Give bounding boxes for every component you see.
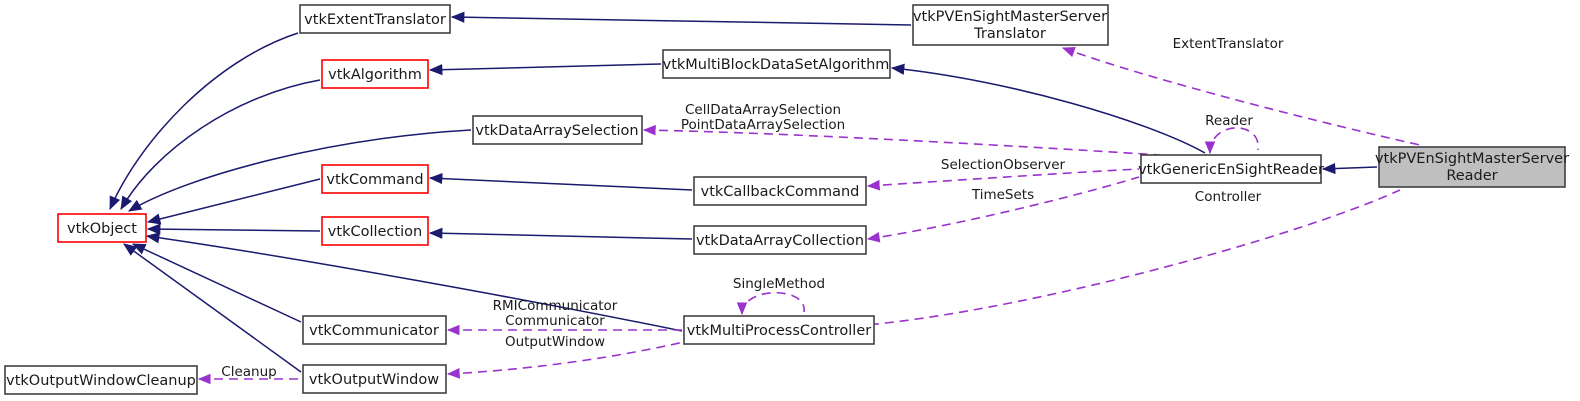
node-vtkMultiProcessController[interactable]: vtkMultiProcessController bbox=[683, 315, 875, 345]
node-vtkPVEnSightMasterServerTranslator[interactable]: vtkPVEnSightMasterServer Translator bbox=[912, 4, 1109, 46]
edge-vtkCommand-to-vtkCallbackCommand bbox=[428, 172, 693, 191]
edge-label-cleanup: Cleanup bbox=[221, 364, 276, 380]
node-box-vtkDataArraySelection[interactable] bbox=[472, 115, 643, 145]
edge-label-selection-observer: SelectionObserver bbox=[941, 157, 1066, 173]
node-box-vtkPVEnSightMasterServerTranslator[interactable] bbox=[912, 4, 1109, 46]
node-box-vtkDataArrayCollection[interactable] bbox=[693, 225, 867, 255]
node-box-vtkObject[interactable] bbox=[57, 213, 147, 243]
node-vtkGenericEnSightReader[interactable]: vtkGenericEnSightReader bbox=[1138, 154, 1324, 184]
edge-vtkObject-to-vtkCommand bbox=[146, 178, 321, 225]
node-vtkCommunicator[interactable]: vtkCommunicator bbox=[302, 315, 447, 345]
node-box-vtkCommunicator[interactable] bbox=[302, 315, 447, 345]
edge-label-reader: Reader bbox=[1205, 113, 1253, 129]
node-box-vtkAlgorithm[interactable] bbox=[321, 59, 429, 89]
edge-usage-TimeSets bbox=[866, 176, 1140, 243]
edge-vtkObject-to-vtkDataArraySelection bbox=[128, 129, 472, 212]
edge-vtkMultiBlockDataSetAlgorithm-to-vtkGenericEnSightReader bbox=[890, 63, 1206, 154]
edge-label-extent-translator: ExtentTranslator bbox=[1173, 36, 1284, 52]
edge-label-communicator: Communicator bbox=[505, 313, 605, 329]
node-box-vtkOutputWindowCleanup[interactable] bbox=[4, 365, 198, 395]
node-vtkOutputWindowCleanup[interactable]: vtkOutputWindowCleanup bbox=[4, 365, 198, 395]
edge-usage-ExtentTranslator bbox=[1061, 47, 1421, 146]
edge-vtkExtentTranslator-to-vtkPVEnSightMasterServerTranslator bbox=[450, 11, 912, 26]
node-box-vtkMultiBlockDataSetAlgorithm[interactable] bbox=[662, 49, 891, 79]
edge-label-output-window: OutputWindow bbox=[505, 334, 605, 350]
node-vtkCommand[interactable]: vtkCommand bbox=[321, 164, 429, 194]
edge-label-cell-data-array-selection: CellDataArraySelection bbox=[685, 102, 841, 118]
node-box-vtkCallbackCommand[interactable] bbox=[693, 176, 867, 206]
node-vtkMultiBlockDataSetAlgorithm[interactable]: vtkMultiBlockDataSetAlgorithm bbox=[662, 49, 891, 79]
edge-usage-DataArraySelection bbox=[642, 124, 1161, 156]
edge-label-time-sets: TimeSets bbox=[971, 187, 1034, 203]
usage-edges bbox=[197, 47, 1421, 385]
node-box-vtkExtentTranslator[interactable] bbox=[299, 4, 451, 34]
edge-usage-OutputWindow bbox=[446, 340, 689, 379]
edge-usage-Controller bbox=[838, 189, 1401, 332]
edge-vtkObject-to-vtkCommunicator bbox=[131, 243, 302, 323]
node-vtkAlgorithm[interactable]: vtkAlgorithm bbox=[321, 59, 429, 89]
node-box-vtkGenericEnSightReader[interactable] bbox=[1140, 154, 1322, 184]
edge-usage-Reader-self-loop bbox=[1204, 127, 1259, 155]
edge-vtkObject-to-vtkExtentTranslator bbox=[109, 32, 299, 211]
node-box-vtkPVEnSightMasterServerReader[interactable] bbox=[1378, 146, 1566, 188]
node-vtkExtentTranslator[interactable]: vtkExtentTranslator bbox=[299, 4, 451, 34]
node-vtkCallbackCommand[interactable]: vtkCallbackCommand bbox=[693, 176, 867, 206]
edge-label-single-method: SingleMethod bbox=[733, 276, 825, 292]
node-vtkOutputWindow[interactable]: vtkOutputWindow bbox=[302, 364, 447, 394]
node-vtkDataArrayCollection[interactable]: vtkDataArrayCollection bbox=[693, 225, 867, 255]
edge-vtkGenericEnSightReader-to-vtkPVEnSightMasterServerReader bbox=[1321, 162, 1378, 175]
edge-vtkAlgorithm-to-vtkMultiBlockDataSetAlgorithm bbox=[428, 63, 662, 76]
node-vtkPVEnSightMasterServerReader[interactable]: vtkPVEnSightMasterServer Reader bbox=[1375, 146, 1569, 188]
edge-vtkCollection-to-vtkDataArrayCollection bbox=[428, 227, 693, 240]
edge-vtkObject-to-vtkMultiProcessController bbox=[145, 232, 683, 332]
node-vtkCollection[interactable]: vtkCollection bbox=[321, 216, 429, 246]
edge-vtkObject-to-vtkOutputWindow bbox=[123, 243, 302, 373]
node-box-vtkMultiProcessController[interactable] bbox=[683, 315, 875, 345]
node-box-vtkCommand[interactable] bbox=[321, 164, 429, 194]
node-box-vtkCollection[interactable] bbox=[321, 216, 429, 246]
edge-vtkObject-to-vtkAlgorithm bbox=[120, 79, 321, 210]
node-box-vtkOutputWindow[interactable] bbox=[302, 364, 447, 394]
edge-label-point-data-array-selection: PointDataArraySelection bbox=[681, 117, 845, 133]
node-vtkObject[interactable]: vtkObject bbox=[57, 213, 147, 243]
edge-label-controller: Controller bbox=[1195, 189, 1262, 205]
edge-usage-SelectionObserver bbox=[866, 168, 1140, 191]
edge-vtkObject-to-vtkCollection bbox=[146, 223, 321, 235]
node-vtkDataArraySelection[interactable]: vtkDataArraySelection bbox=[472, 115, 643, 145]
edge-usage-SingleMethod-self-loop bbox=[736, 292, 805, 316]
inheritance-edges bbox=[109, 11, 1378, 373]
